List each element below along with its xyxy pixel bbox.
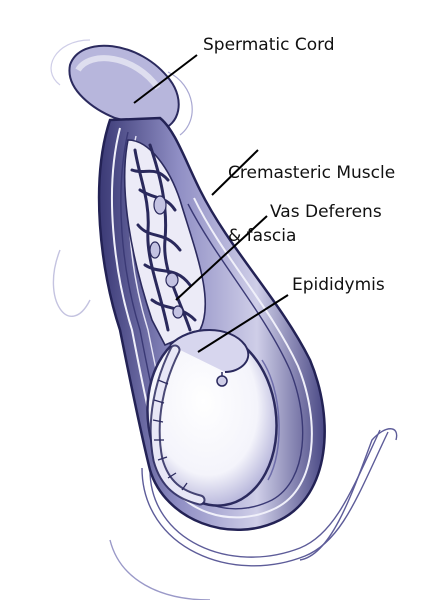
label-epididymis: Epididymis <box>292 275 385 295</box>
label-cremasteric-line1: Cremasteric Muscle <box>228 163 396 183</box>
leader-epididymis <box>197 294 289 353</box>
label-cremasteric-muscle: Cremasteric Muscle & fascia <box>228 121 395 289</box>
leader-spermatic-cord <box>133 54 198 104</box>
leader-lines <box>133 54 289 353</box>
leader-vas-deferens <box>175 215 268 301</box>
outer-fold-lines <box>52 249 398 600</box>
label-vas-deferens: Vas Deferens <box>270 202 382 222</box>
leader-cremasteric <box>211 149 259 196</box>
vascular-network <box>123 139 207 347</box>
spermatic-cord-top <box>50 39 193 136</box>
epididymis-structure <box>149 329 250 506</box>
label-cremasteric-line2: & fascia <box>228 226 297 246</box>
label-spermatic-cord: Spermatic Cord <box>203 35 335 55</box>
